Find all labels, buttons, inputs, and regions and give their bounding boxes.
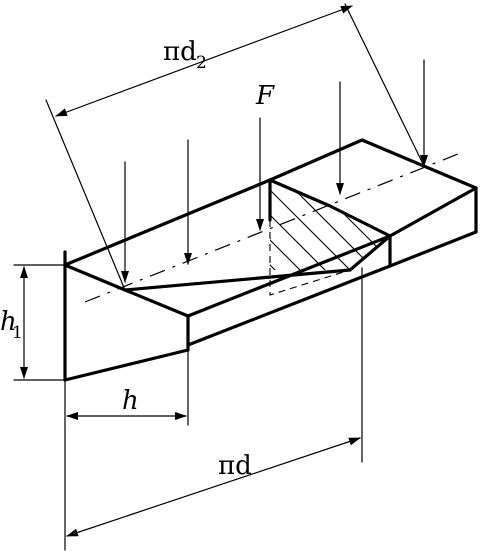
pi-d2-dimension-line — [55, 5, 353, 117]
force-label: F — [255, 81, 275, 111]
pi-d-dimension-line — [66, 437, 361, 537]
pi-d2-subscript: 2 — [196, 53, 207, 73]
h1-label: h — [0, 307, 17, 337]
pi-d2-label: πd — [163, 37, 197, 67]
pi-d-label: πd — [218, 451, 252, 481]
pi-d2-dimension: πd 2 — [45, 3, 425, 291]
left-height-dimension: h 1 — [0, 264, 66, 381]
h-label: h — [122, 386, 139, 416]
force-arrows — [121, 59, 428, 283]
thread-body — [63, 138, 478, 382]
pi-d-dimension: πd — [64, 267, 363, 551]
section-top-edge — [268, 178, 392, 238]
pi-d2-extension-right — [344, 3, 425, 167]
section-side-edge — [348, 234, 392, 272]
hidden-section-edges — [269, 220, 351, 296]
center-line — [84, 153, 459, 303]
h1-subscript: 1 — [12, 323, 23, 343]
pi-d2-extension-left — [45, 99, 126, 291]
front-bottom-edge — [186, 230, 478, 347]
back-top-edge — [63, 138, 478, 267]
section-hatch — [270, 180, 390, 270]
left-bottom-edge — [63, 348, 190, 382]
root-line — [123, 268, 352, 292]
h-dimension: h — [64, 349, 189, 431]
